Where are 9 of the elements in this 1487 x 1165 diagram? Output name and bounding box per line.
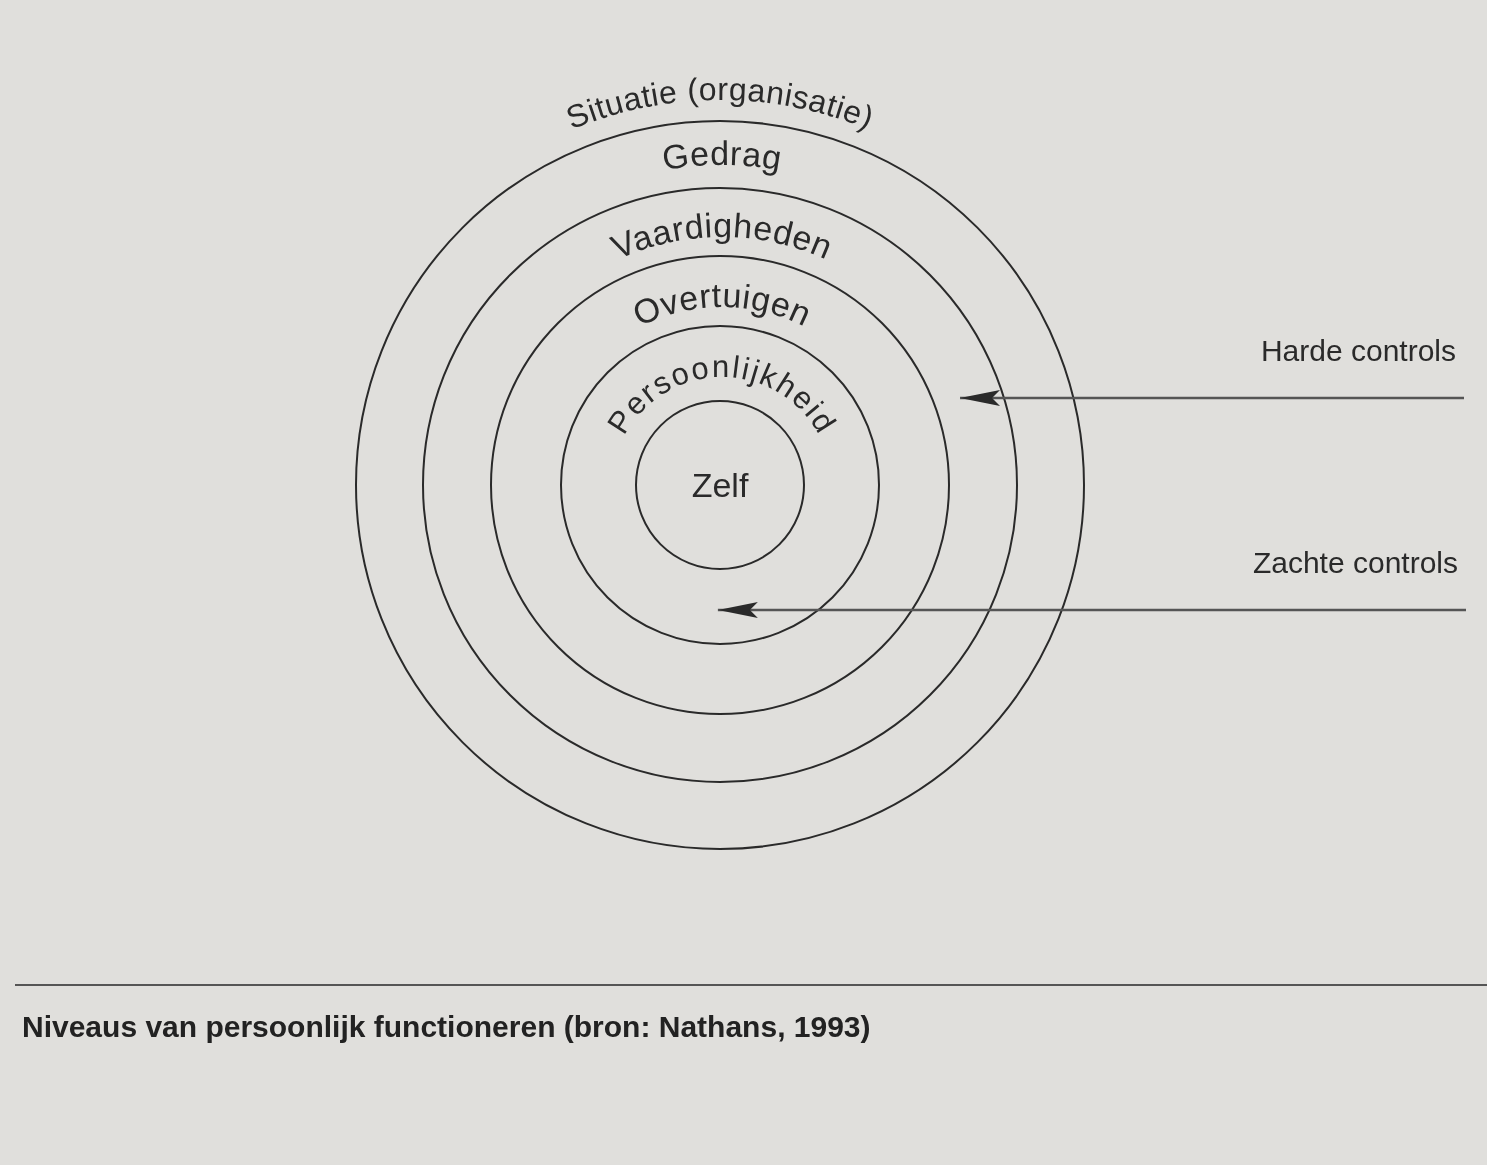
arrow [960,390,1464,406]
ring-label: Vaardigheden [605,205,839,267]
control-label: Zachte controls [1252,548,1459,578]
caption: Niveaus van persoonlijk functioneren (bron: Nathans, 1993) [22,1012,871,1042]
arrow [717,602,1466,618]
ring-label: Gedrag [659,133,785,178]
ring-label: Overtuigen [627,275,818,334]
control-label: Harde controls [1260,336,1457,366]
ring-label: Zelf [691,468,749,502]
